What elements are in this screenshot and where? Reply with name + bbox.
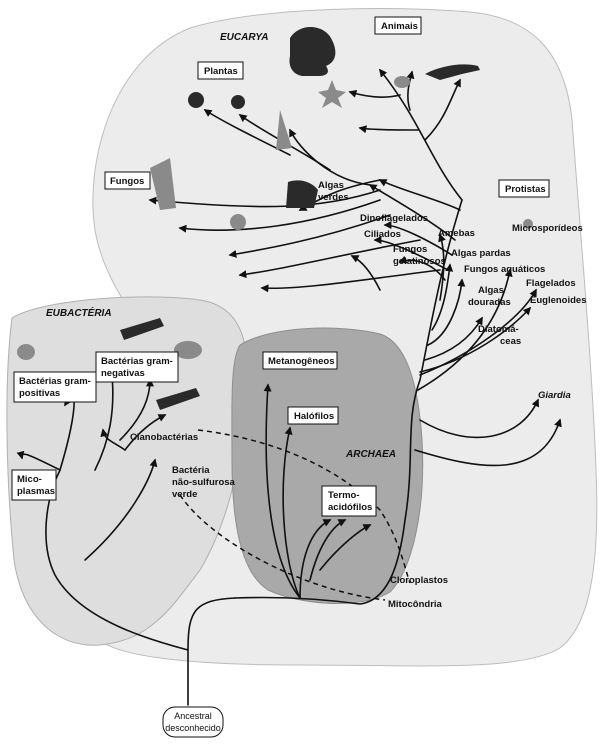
svg-text:positivas: positivas: [19, 388, 60, 399]
label-flagelados: Flagelados: [526, 278, 576, 289]
svg-text:Animais: Animais: [381, 21, 418, 32]
svg-text:Ancestral: Ancestral: [174, 711, 212, 721]
svg-text:Plantas: Plantas: [204, 66, 238, 77]
label-fungos-aquaticos: Fungos aquáticos: [464, 264, 545, 275]
label-protistas: Protistas: [499, 180, 549, 197]
label-cianobacterias: Cianobactérias: [130, 432, 198, 443]
svg-text:Halófilos: Halófilos: [294, 411, 334, 422]
svg-text:Bactérias gram-: Bactérias gram-: [101, 356, 173, 367]
label-bacteria-nao-sulfurosa-3: verde: [172, 489, 197, 500]
svg-text:Metanogêneos: Metanogêneos: [268, 356, 335, 367]
label-ancestral-desconhecido: Ancestral desconhecido: [163, 707, 223, 737]
label-animais: Animais: [375, 17, 421, 34]
label-microsporideos: Microsporídeos: [512, 223, 583, 234]
svg-text:negativas: negativas: [101, 368, 145, 379]
label-micoplasmas: Mico- plasmas: [12, 470, 56, 500]
label-algas-verdes-2: verdes: [318, 192, 349, 203]
label-bacterias-gram-negativas: Bactérias gram- negativas: [96, 352, 178, 382]
svg-text:acidófilos: acidófilos: [328, 502, 372, 513]
label-fungos: Fungos: [105, 172, 150, 189]
flower-icon: [188, 92, 204, 108]
label-halofilos: Halófilos: [288, 407, 338, 424]
svg-text:Mico-: Mico-: [17, 474, 42, 485]
label-metanogeneos: Metanogêneos: [263, 352, 337, 369]
label-dinoflagelados: Dinoflagelados: [360, 213, 428, 224]
label-termoacidofilos: Termo- acidófilos: [322, 486, 376, 516]
pine-icon: [231, 95, 245, 109]
label-algas-douradas: Algas: [478, 285, 504, 296]
domain-title-eubacteria: EUBACTÉRIA: [46, 306, 112, 319]
svg-text:Protistas: Protistas: [505, 184, 546, 195]
label-euglenoides: Euglenoides: [530, 295, 586, 306]
label-diatomaceas-2: ceas: [500, 336, 521, 347]
label-algas-verdes: Algas: [318, 180, 344, 191]
shell-icon: [394, 76, 410, 88]
label-ciliados: Ciliados: [364, 229, 401, 240]
label-fungos-gelatinosos-2: gelatinosos: [393, 256, 446, 267]
label-algas-pardas: Algas pardas: [451, 248, 511, 259]
label-plantas: Plantas: [198, 62, 243, 79]
svg-text:desconhecido: desconhecido: [165, 723, 221, 733]
label-amebas: Amebas: [438, 228, 475, 239]
label-bacterias-gram-positivas: Bactérias gram- positivas: [14, 372, 96, 402]
svg-text:Fungos: Fungos: [110, 176, 144, 187]
domain-title-eucarya: EUCARYA: [220, 32, 269, 43]
label-fungos-gelatinosos: Fungos: [393, 244, 427, 255]
bacteria-blob-icon: [17, 344, 35, 360]
label-bacteria-nao-sulfurosa: Bactéria: [172, 465, 210, 476]
svg-text:Bactérias gram-: Bactérias gram-: [19, 376, 91, 387]
domain-title-archaea: ARCHAEA: [345, 449, 396, 460]
label-giardia: Giardia: [538, 390, 571, 401]
label-cloroplastos: Cloroplastos: [390, 575, 448, 586]
svg-text:plasmas: plasmas: [17, 486, 55, 497]
label-algas-douradas-2: douradas: [468, 297, 511, 308]
svg-text:Termo-: Termo-: [328, 490, 360, 501]
mushroom-icon: [230, 214, 246, 230]
label-bacteria-nao-sulfurosa-2: não-sulfurosa: [172, 477, 236, 488]
label-mitocondria: Mitocôndria: [388, 599, 443, 610]
label-diatomaceas: Diatomá-: [478, 324, 519, 335]
